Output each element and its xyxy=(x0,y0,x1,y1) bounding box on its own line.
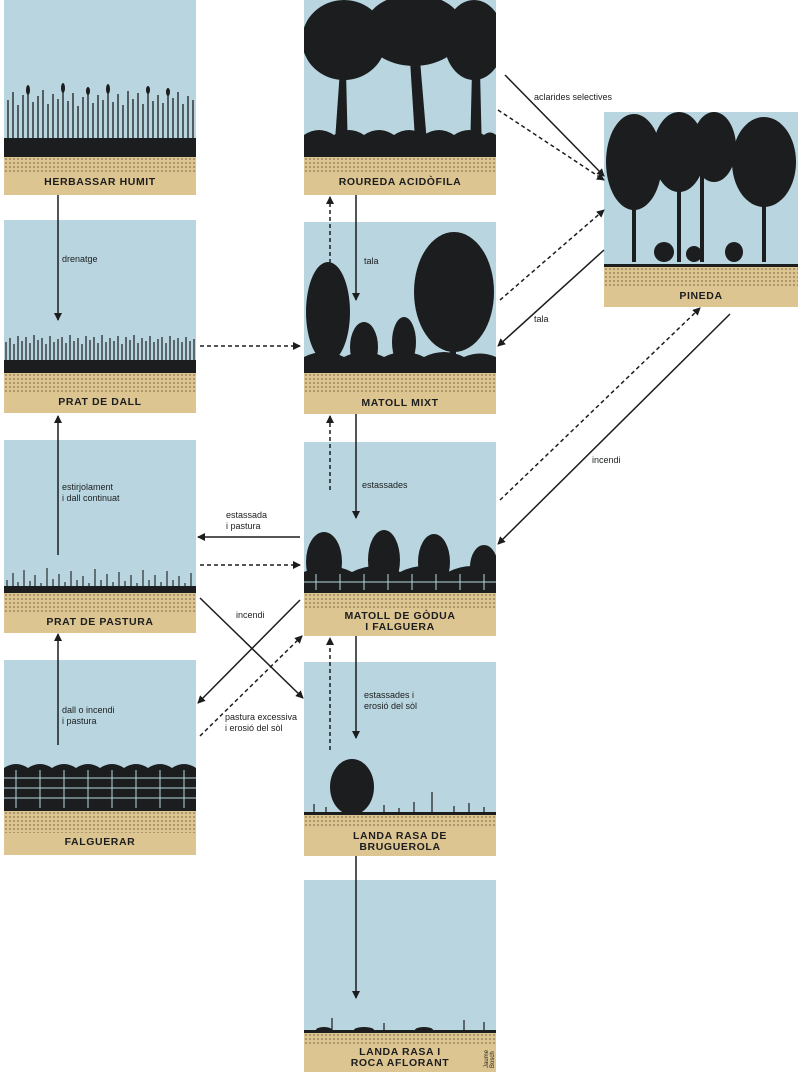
panel-landa-rasa-roca: LANDA RASA I ROCA AFLORANT Jaume Bosch xyxy=(304,880,496,1072)
panel-matoll-godua: MATOLL DE GÒDUA I FALGUERA xyxy=(304,442,496,636)
panel-herbassar-humit: HERBASSAR HUMIT xyxy=(4,0,196,195)
arrow-prat-pastura-to-landa xyxy=(199,597,304,699)
arrow-dashed-roureda-to-pineda xyxy=(497,109,605,181)
label-incendi-left: incendi xyxy=(236,610,265,620)
panel-landa-rasa-brugerola: LANDA RASA DE BRUGUEROLA xyxy=(304,662,496,856)
caption-matoll-godua-line2: I FALGUERA xyxy=(365,621,435,633)
pasture-illustration xyxy=(4,568,196,592)
arrow-incendi-to-falguerar xyxy=(197,599,301,704)
label-estassades-erosio: estassades i erosió del sòl xyxy=(364,690,418,711)
panel-matoll-mixt: MATOLL MIXT xyxy=(304,222,496,414)
caption-roca-line2: ROCA AFLORANT xyxy=(350,1057,450,1069)
mown-meadow-illustration xyxy=(4,335,196,372)
caption-matoll-godua: MATOLL DE GÒDUA I FALGUERA xyxy=(304,608,496,636)
label-drenatge: drenatge xyxy=(62,254,98,264)
label-dall-incendi: dall o incendi i pastura xyxy=(62,705,115,726)
caption-pineda: PINEDA xyxy=(604,287,798,307)
fern-field-illustration xyxy=(4,764,196,810)
caption-falguerar: FALGUERAR xyxy=(4,833,196,855)
caption-herbassar-humit: HERBASSAR HUMIT xyxy=(4,173,196,195)
caption-roca-line1: LANDA RASA I xyxy=(359,1046,441,1058)
caption-landa-rasa: LANDA RASA DE BRUGUEROLA xyxy=(304,828,496,856)
label-incendi-right: incendi xyxy=(592,455,621,465)
label-aclarides: aclarides selectives xyxy=(534,92,613,102)
caption-landa-rasa-line1: LANDA RASA DE xyxy=(353,830,447,842)
panel-roureda-acidofila: ROUREDA ACIDÒFILA xyxy=(304,0,496,195)
panel-falguerar: FALGUERAR xyxy=(4,660,196,855)
arrow-dashed-falguerar-to-godua xyxy=(199,635,303,737)
heath-illustration xyxy=(313,759,485,815)
label-estirjolament: estirjolament i dall continuat xyxy=(62,482,120,503)
oak-forest-illustration xyxy=(304,0,496,155)
label-tala-center: tala xyxy=(364,256,379,266)
arrow-dashed-matoll-to-pineda xyxy=(499,209,605,301)
arrow-tala-right xyxy=(497,249,605,347)
label-estassades: estassades xyxy=(362,480,408,490)
label-pastura-excessiva: pastura excessiva i erosió del sòl xyxy=(225,712,298,733)
arrow-aclarides xyxy=(504,74,605,177)
panel-prat-de-pastura: PRAT DE PASTURA xyxy=(4,440,196,633)
broom-fern-scrub-illustration xyxy=(304,530,496,592)
arrow-incendi-right xyxy=(497,313,731,545)
tall-grass-illustration xyxy=(4,83,196,155)
caption-matoll-godua-line1: MATOLL DE GÒDUA xyxy=(344,610,456,622)
caption-landa-rasa-line2: BRUGUEROLA xyxy=(359,841,441,853)
panel-prat-de-dall: PRAT DE DALL xyxy=(4,220,196,413)
mixed-scrub-illustration xyxy=(304,232,496,372)
caption-matoll-mixt: MATOLL MIXT xyxy=(304,394,496,414)
caption-prat-de-dall: PRAT DE DALL xyxy=(4,393,196,413)
label-tala-right: tala xyxy=(534,314,549,324)
label-estassada-pastura: estassada i pastura xyxy=(226,510,268,531)
arrow-dashed-godua-to-pineda xyxy=(499,307,701,501)
caption-prat-de-pastura: PRAT DE PASTURA xyxy=(4,613,196,633)
pine-forest-illustration xyxy=(606,112,796,262)
caption-roca-aflorant: LANDA RASA I ROCA AFLORANT xyxy=(304,1044,496,1072)
panel-pineda: PINEDA xyxy=(604,112,798,307)
caption-roureda-acidofila: ROUREDA ACIDÒFILA xyxy=(304,173,496,195)
